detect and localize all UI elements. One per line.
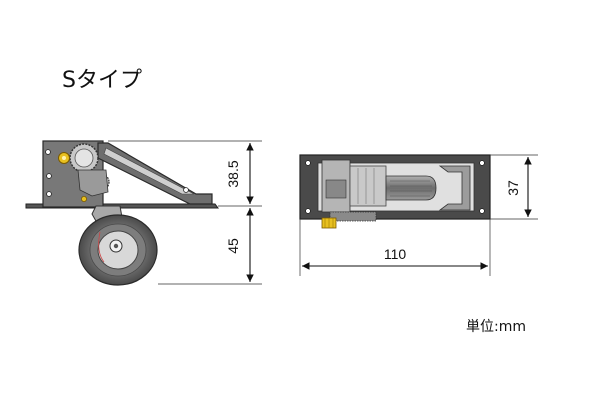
side-hole (183, 187, 189, 193)
dimension-side-upper: 38.5 (225, 143, 254, 204)
top-extension-lines (299, 154, 538, 276)
top-hole (479, 160, 485, 166)
dimension-label-38-5: 38.5 (225, 160, 241, 187)
top-roller (385, 175, 437, 201)
side-view (25, 140, 219, 286)
dimension-top-length: 110 (302, 246, 488, 270)
top-view (299, 154, 491, 229)
top-right-bracket (438, 165, 471, 211)
side-hole (46, 191, 52, 197)
page-title: Sタイプ (62, 68, 142, 93)
top-hole (305, 160, 311, 166)
side-arm-cutout (103, 147, 195, 195)
unit-label: 単位:mm (466, 319, 526, 335)
dimension-label-110: 110 (384, 246, 407, 262)
dimension-label-37: 37 (505, 180, 521, 196)
side-pin-yellow (81, 195, 88, 202)
side-extension-lines (108, 140, 262, 285)
top-mechanism (349, 165, 387, 207)
side-hole (46, 173, 52, 179)
top-hole (305, 208, 311, 214)
dimension-side-wheel: 45 (225, 208, 254, 282)
dimension-label-45: 45 (225, 238, 241, 254)
dimension-top-width: 37 (505, 157, 532, 217)
top-hole (479, 208, 485, 214)
side-hole (45, 149, 51, 155)
top-gear-strip (329, 211, 377, 222)
side-gear-bracket (77, 169, 109, 197)
